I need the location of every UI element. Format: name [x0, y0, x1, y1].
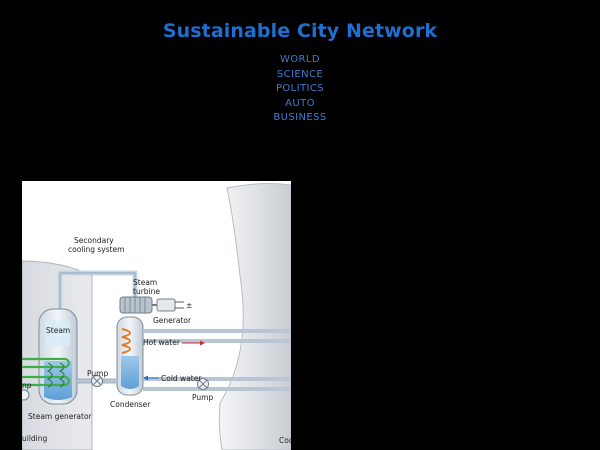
label-pump-center: Pump: [87, 369, 108, 378]
label-building-fragment: uilding: [22, 434, 48, 443]
label-generator-terminals: ±: [186, 301, 192, 310]
label-turbine-line2: turbine: [133, 287, 160, 296]
label-condenser: Condenser: [110, 400, 151, 409]
nav-item-business[interactable]: BUSINESS: [273, 112, 327, 123]
nav-item-world[interactable]: WORLD: [280, 54, 320, 65]
label-pump-right: Pump: [192, 393, 213, 402]
site-header: Sustainable City Network WORLD SCIENCE P…: [0, 0, 600, 126]
cold-water-arrow: [143, 375, 159, 381]
label-cooling-tower-fragment: Coo: [279, 436, 291, 445]
label-generator: Generator: [153, 316, 192, 325]
cooling-tower-shape: [218, 183, 291, 450]
label-steam-generator: Steam generator: [28, 412, 93, 421]
pump-left-shape: [22, 389, 30, 401]
label-turbine-line1: Steam: [133, 278, 157, 287]
label-secondary-line1: Secondary: [74, 236, 114, 245]
hot-water-arrow: [182, 340, 205, 346]
nuclear-plant-diagram-image[interactable]: Secondary cooling system Steam turbine G…: [22, 181, 291, 450]
nav-item-auto[interactable]: AUTO: [285, 97, 315, 109]
nav-item-science[interactable]: SCIENCE: [276, 68, 324, 80]
site-title[interactable]: Sustainable City Network: [162, 20, 438, 42]
label-secondary-line2: cooling system: [68, 245, 124, 254]
generator-shape: [156, 298, 176, 312]
nav-item-politics[interactable]: POLITICS: [275, 83, 324, 94]
main-nav: WORLD SCIENCE POLITICS AUTO BUSINESS: [0, 53, 600, 126]
label-hot-water: Hot water: [143, 338, 181, 347]
label-steam: Steam: [46, 326, 70, 335]
label-cold-water: Cold water: [161, 374, 202, 383]
label-pump-fragment: np: [22, 381, 32, 390]
